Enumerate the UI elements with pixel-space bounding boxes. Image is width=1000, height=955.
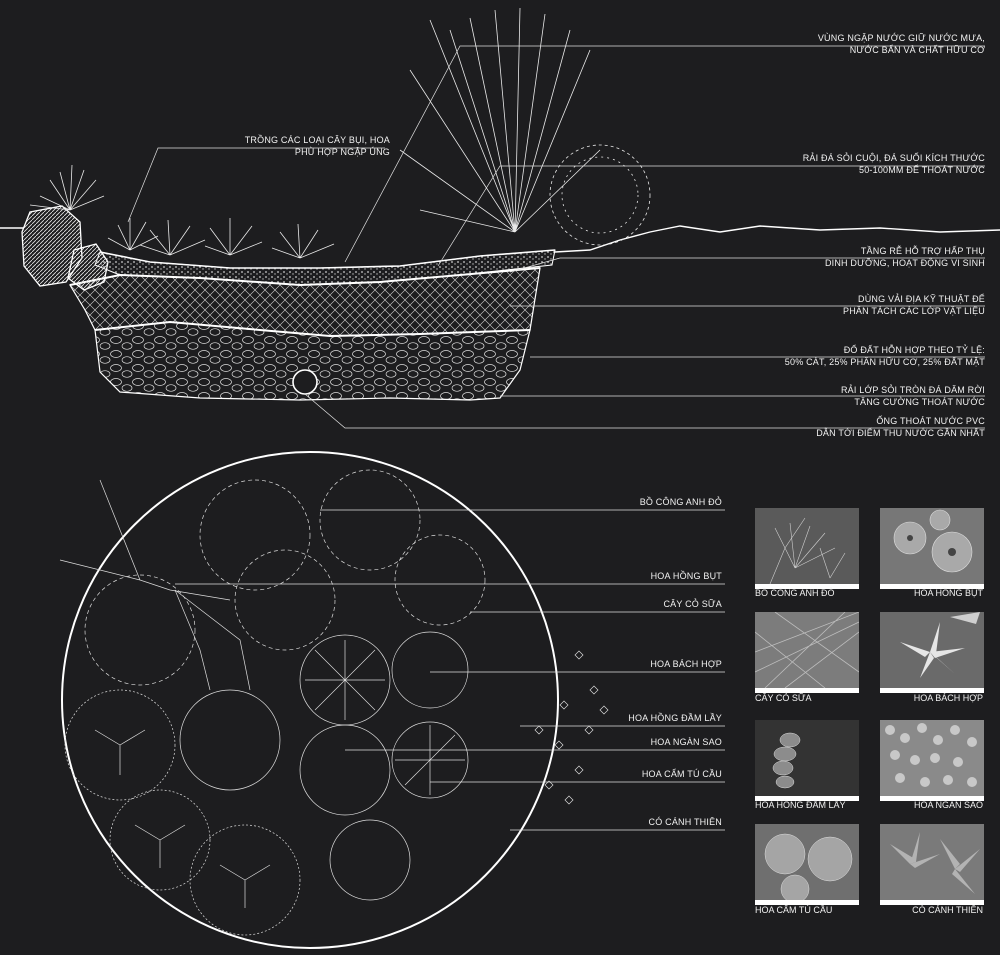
plant-label-1: BỒ CÔNG ANH ĐỎ — [639, 497, 722, 507]
caption-hibiscus: HOA HỒNG BỤT — [913, 588, 983, 598]
angel-grass-photo — [880, 824, 984, 905]
label-geotextile: DÙNG VẢI ĐỊA KỸ THUẬT ĐỂ PHÂN TÁCH CÁC L… — [843, 294, 985, 316]
hibiscus-photo — [880, 508, 984, 589]
plant-label-7: HOA CẨM TÚ CẦU — [641, 769, 722, 779]
swamp-rose-photo — [755, 720, 859, 801]
label-gravel: RẢI ĐÁ SỎI CUỘI, ĐÁ SUỐI KÍCH THƯỚC 50-1… — [802, 153, 985, 175]
caption-swamp-rose: HOA HỒNG ĐẦM LẦY — [755, 800, 846, 810]
label-pipe: ỐNG THOÁT NƯỚC PVC DẪN TỚI ĐIỂM THU NƯỚC… — [816, 416, 985, 438]
hydrangea-photo — [755, 824, 859, 905]
caption-lily: HOA BÁCH HỢP — [913, 693, 983, 703]
label-soil: ĐỔ ĐẤT HỖN HỢP THEO TỶ LỆ: 50% CÁT, 25% … — [784, 345, 985, 367]
caption-milkweed: CÂY CỎ SỮA — [755, 693, 812, 703]
plant-label-3: CÂY CỎ SỮA — [663, 599, 722, 609]
milkweed-photo — [755, 612, 859, 693]
star-flower-photo — [880, 720, 984, 801]
plant-label-8: CÓ CÁNH THIÊN — [648, 817, 722, 827]
caption-star-flower: HOA NGÀN SAO — [913, 800, 983, 810]
boulder-icons — [21, 205, 109, 291]
section-callout-lines — [127, 45, 985, 429]
plan-callout-lines — [175, 509, 725, 831]
pvc-pipe-icon — [292, 369, 318, 395]
label-wetland: VÙNG NGẬP NƯỚC GIỮ NƯỚC MƯA, NƯỚC BẨN VÀ… — [817, 33, 985, 55]
dandelion-photo — [755, 508, 859, 589]
plant-label-5: HOA HỒNG ĐẦM LẦY — [628, 713, 722, 723]
plant-label-6: HOA NGÀN SAO — [650, 737, 722, 747]
label-stones: RẢI LỚP SỎI TRÒN ĐÁ DĂM RỜI TĂNG CƯỜNG T… — [840, 385, 985, 407]
ground-line — [0, 225, 1000, 253]
basin-section — [69, 249, 556, 401]
caption-angel-grass: CÓ CÁNH THIÊN — [912, 905, 983, 915]
plan-view-circle — [59, 451, 609, 949]
caption-hydrangea: HOA CẨM TÚ CẦU — [755, 905, 833, 915]
section-shrubs-icon — [29, 7, 651, 259]
caption-dandelion: BỒ CÔNG ANH ĐỎ — [755, 588, 835, 598]
plant-label-4: HOA BÁCH HỢP — [650, 659, 722, 669]
plant-label-2: HOA HỒNG BỤT — [650, 571, 722, 581]
label-shrubs: TRỒNG CÁC LOẠI CÂY BỤI, HOA PHÙ HỢP NGẬP… — [244, 135, 390, 157]
label-roots: TẦNG RỄ HỖ TRỢ HẤP THỤ DINH DƯỠNG, HOẠT … — [824, 246, 985, 268]
lily-photo — [880, 612, 984, 693]
